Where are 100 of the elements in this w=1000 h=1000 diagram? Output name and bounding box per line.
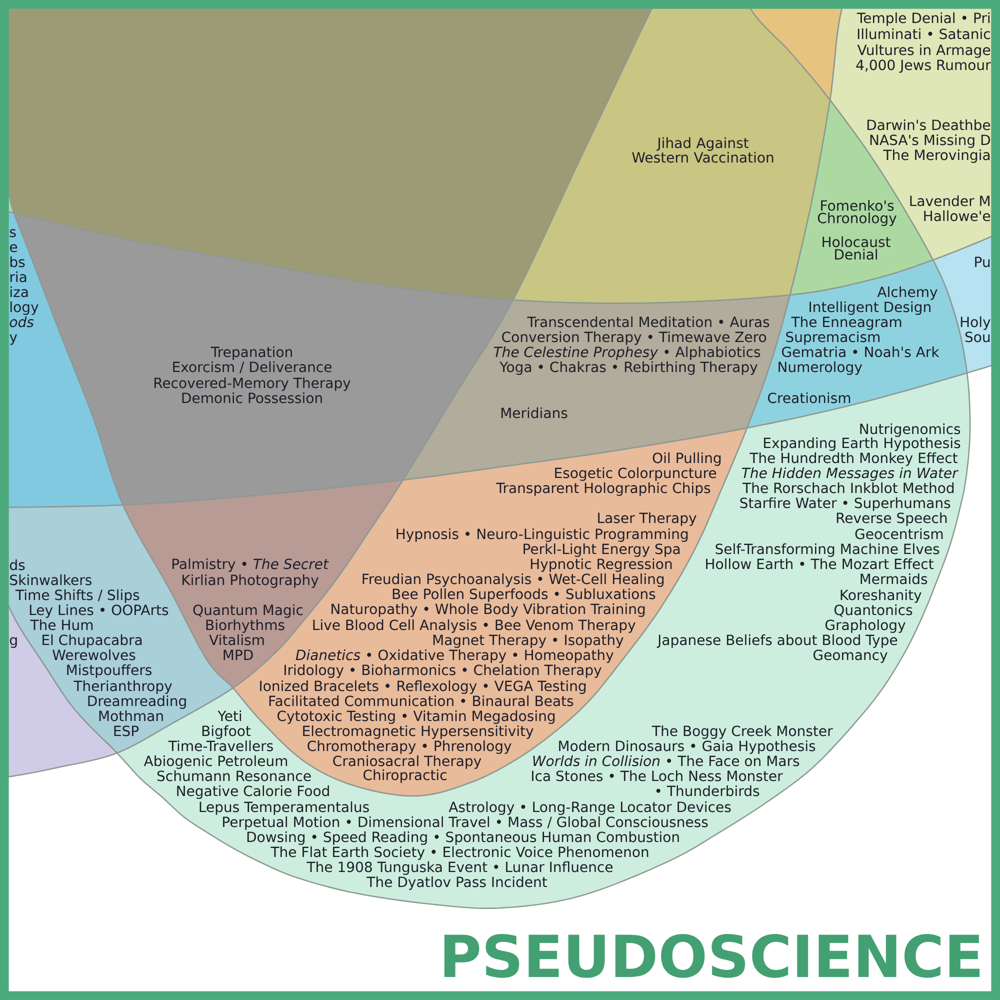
term-label: Werewolves <box>52 649 136 660</box>
term-label: Mermaids <box>860 573 928 584</box>
term-label: iza <box>10 286 28 298</box>
term-label: Ica Stones • The Loch Ness Monster <box>532 770 783 782</box>
term-label: Freudian Psychoanalysis • Wet-Cell Healing <box>362 573 664 587</box>
term-label: Expanding Earth Hypothesis <box>764 437 960 451</box>
term-label: Yoga • Chakras • Rebirthing Therapy <box>500 361 758 375</box>
term-label: Temple Denial • Pri <box>856 12 990 26</box>
term-label: Conversion Therapy • Timewave Zero <box>502 331 766 345</box>
term-label: The Hidden Messages in Water <box>742 467 959 481</box>
term-label: Intelligent Design <box>810 301 930 315</box>
term-label: ods <box>10 316 34 328</box>
term-label: Alchemy <box>877 286 938 300</box>
term-label: Numerology <box>778 361 862 375</box>
term-label: The Hum <box>30 619 93 630</box>
term-label: Hypnosis • Neuro-Linguistic Programming <box>396 528 688 542</box>
term-label: The Merovingia <box>883 149 990 163</box>
term-label: Bee Pollen Superfoods • Subluxations <box>392 588 656 602</box>
term-label: Dowsing • Speed Reading • Spontaneous Human Combustion <box>247 831 679 845</box>
term-label: e <box>10 244 18 252</box>
term-label: The 1908 Tunguska Event • Lunar Influence <box>306 861 613 875</box>
venn-region <box>749 7 843 101</box>
term-label: Meridians <box>501 407 568 418</box>
term-label: El Chupacabra <box>42 634 142 648</box>
term-label: Darwin's Deathbe <box>867 119 990 130</box>
term-label: Schumann Resonance <box>157 770 311 782</box>
term-label: Biorhythms <box>206 619 284 633</box>
term-label: Mothman <box>99 710 163 722</box>
term-label: Worlds in Collision • The Face on Mars <box>533 755 800 766</box>
term-label: Ionized Bracelets • Reflexology • VEGA Testing <box>260 680 586 694</box>
term-label: Craniosacral Therapy <box>333 755 482 769</box>
term-label: Geomancy <box>814 650 888 663</box>
term-label: Time Shifts / Slips <box>15 589 140 603</box>
term-label: Holy <box>960 316 990 330</box>
term-label: Fomenko's Chronology <box>818 200 896 226</box>
term-label: Hypnotic Regression <box>530 558 672 572</box>
term-label: Trepanation <box>210 346 292 360</box>
term-label: Illuminati • Satanic <box>858 28 990 40</box>
term-label: 4,000 Jews Rumour <box>856 60 991 73</box>
term-label: Palmistry • The Secret <box>172 558 329 572</box>
term-label: • Thunderbirds <box>656 785 760 796</box>
term-label: Demonic Possession <box>182 392 322 404</box>
term-label: Exorcism / Deliverance <box>173 361 332 374</box>
term-label: Dreamreading <box>88 695 186 709</box>
term-label: Perpetual Motion • Dimensional Travel • Mass / Global Consciousness <box>223 816 708 830</box>
term-label: Magnet Therapy • Isopathy <box>433 634 624 648</box>
term-label: Cytotoxic Testing • Vitamin Megadosing <box>278 710 555 724</box>
term-label: Live Blood Cell Analysis • Bee Venom Therapy <box>313 619 636 633</box>
term-label: Supremacism <box>786 331 880 345</box>
term-label: The Enneagram <box>791 316 902 330</box>
term-label: Lepus Temperamentalus <box>200 801 369 815</box>
term-label: Holocaust Denial <box>822 236 890 260</box>
term-label: g <box>10 637 17 648</box>
term-label: ESP <box>114 726 139 736</box>
term-label: Vitalism <box>209 634 264 646</box>
term-label: Hallowe'e <box>924 210 990 222</box>
term-label: Transcendental Meditation • Auras <box>527 316 770 328</box>
term-label: Laser Therapy <box>598 512 696 526</box>
term-label: logy <box>10 301 38 315</box>
term-label: Reverse Speech <box>836 512 947 526</box>
term-label: Oil Pulling <box>652 452 721 466</box>
term-label: Perkl-Light Energy Spa <box>524 543 680 557</box>
term-label: Japanese Beliefs about Blood Type <box>656 634 898 648</box>
term-label: Bigfoot <box>202 725 251 739</box>
term-label: The Hundredth Monkey Effect <box>750 452 958 466</box>
term-label: ria <box>10 271 26 282</box>
term-label: The Dyatlov Pass Incident <box>366 876 548 890</box>
term-label: Chromotherapy • Phrenology <box>308 740 512 754</box>
circle-heading: PSEUDOSCIENCE <box>444 934 980 978</box>
term-label: Time-Travellers <box>168 740 273 752</box>
term-label: Gematria • Noah's Ark <box>782 346 940 358</box>
term-label: Lavender M <box>910 195 990 206</box>
term-label: Dianetics • Oxidative Therapy • Homeopathy <box>296 649 614 663</box>
term-label: The Celestine Prophesy • Alphabiotics <box>494 346 760 360</box>
term-label: Sou <box>965 332 990 342</box>
term-label: Transparent Holographic Chips <box>496 482 710 496</box>
term-label: Chiropractic <box>364 769 446 783</box>
term-label: Ley Lines • OOPArts <box>30 604 168 618</box>
term-label: ds <box>10 559 25 570</box>
term-label: Negative Calorie Food <box>177 785 329 799</box>
term-label: bs <box>10 256 25 268</box>
term-label: Electromagnetic Hypersensitivity <box>303 725 534 739</box>
term-label: Koreshanity <box>840 589 922 603</box>
term-label: Yeti <box>218 710 242 722</box>
term-label: Quantum Magic <box>193 604 303 618</box>
term-label: Starfire Water • Superhumans <box>740 497 950 511</box>
term-label: MPD <box>224 650 253 660</box>
term-label: Astrology • Long-Range Locator Devices <box>448 801 731 815</box>
term-label: Jihad Against Western Vaccination <box>632 137 774 163</box>
term-label: Vultures in Armage <box>857 44 990 58</box>
term-label: Creationism <box>768 392 850 404</box>
term-label: Kirlian Photography <box>182 574 318 588</box>
term-label: Geocentrism <box>855 528 943 540</box>
term-label: Pu <box>975 256 990 268</box>
term-label: s <box>10 229 16 238</box>
term-label: Therianthropy <box>74 680 172 694</box>
term-label: Quantonics <box>834 604 912 617</box>
term-label: NASA's Missing D <box>870 134 990 148</box>
term-label: Recovered-Memory Therapy <box>154 377 350 391</box>
term-label: Nutrigenomics <box>860 423 960 437</box>
